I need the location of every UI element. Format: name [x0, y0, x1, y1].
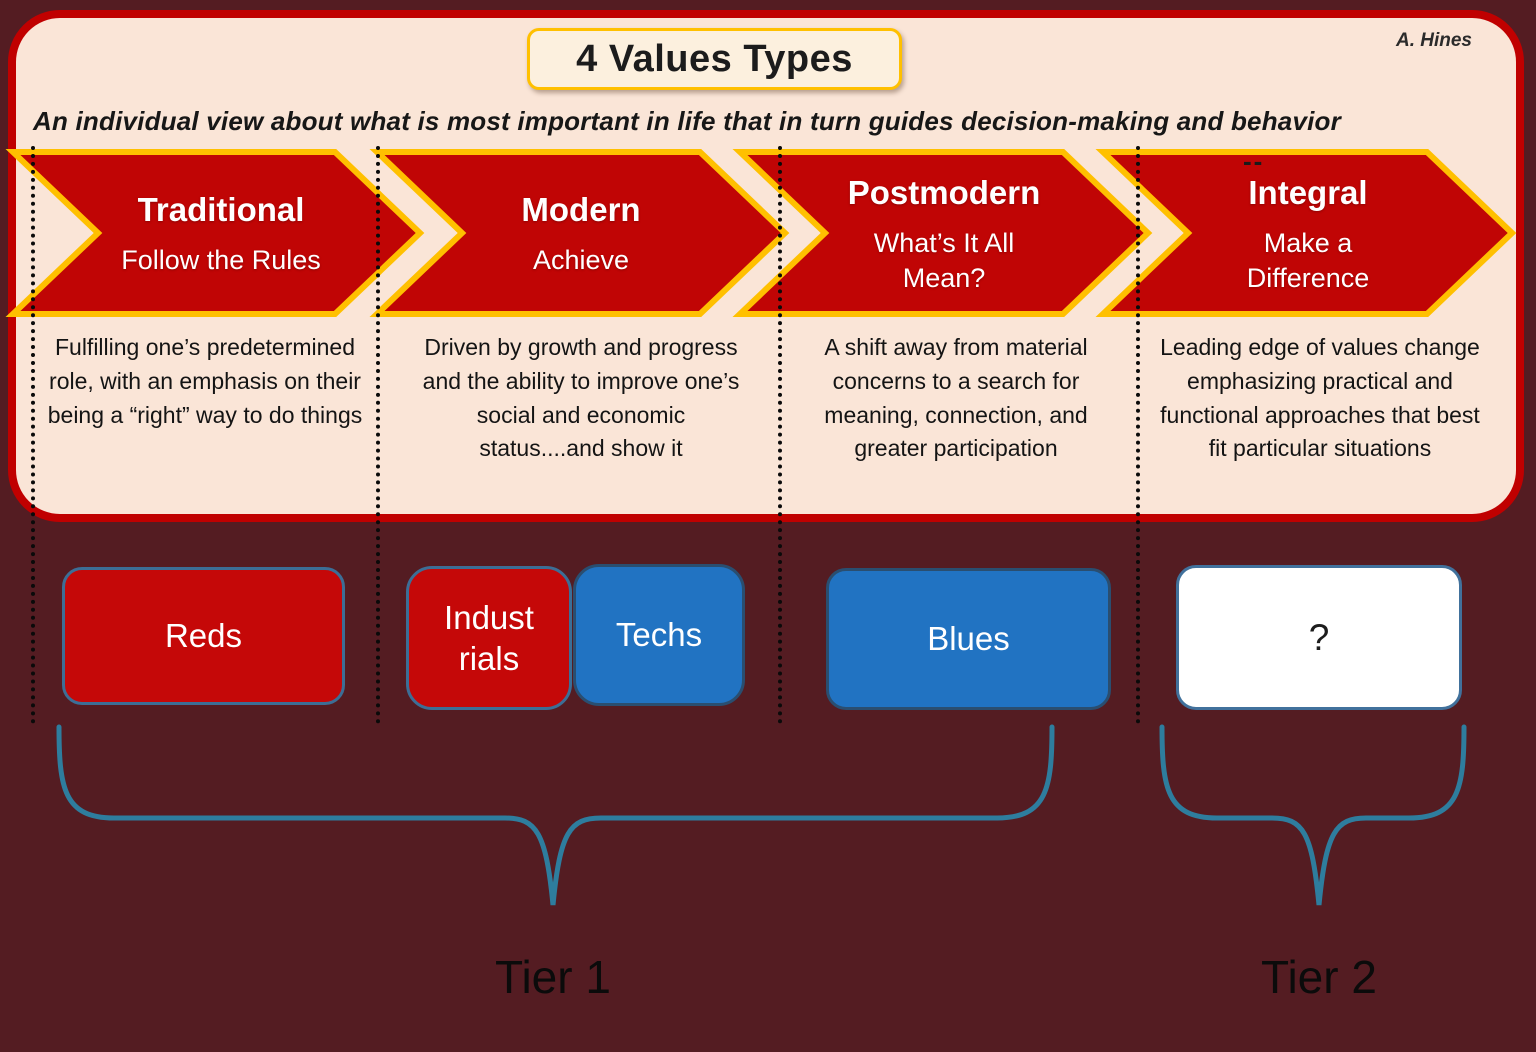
- box-label: Blues: [927, 620, 1010, 657]
- box-label: Indust rials: [444, 598, 534, 677]
- description-modern: Driven by growth and progress and the ab…: [422, 334, 740, 462]
- description-traditional: Fulfilling one’s predetermined role, wit…: [47, 334, 363, 428]
- chevron-postmodern: [732, 149, 1153, 317]
- chevron-arrow-band: [5, 149, 1517, 317]
- box-reds: Reds: [62, 567, 345, 705]
- stray-dash-mark: --: [1243, 146, 1265, 176]
- box-label: ?: [1308, 616, 1330, 658]
- tier2-label: Tier 2: [1261, 951, 1377, 1003]
- chevron-traditional: [5, 149, 425, 317]
- tier-braces: [56, 724, 1467, 906]
- box-label: Reds: [164, 617, 243, 654]
- title-box: 4 Values Types: [527, 28, 902, 90]
- tier2-brace: [1159, 724, 1467, 906]
- dotted-separator: [778, 146, 782, 724]
- definition-subtitle: An individual view about what is most im…: [33, 106, 1341, 136]
- box-industrials: Indust rials: [406, 566, 572, 710]
- box-blues: Blues: [826, 568, 1111, 710]
- tier1-brace: [56, 724, 1055, 906]
- description-integral: Leading edge of values change emphasizin…: [1160, 334, 1480, 462]
- box-techs: Techs: [573, 564, 745, 706]
- page-title: 4 Values Types: [576, 37, 853, 80]
- box-label: Techs: [615, 616, 703, 653]
- chevron-modern: [369, 149, 790, 317]
- dotted-separator: [376, 146, 380, 724]
- box-question-mark: ?: [1176, 565, 1462, 710]
- dotted-separator: [31, 146, 35, 724]
- author-credit: A. Hines: [1395, 30, 1472, 51]
- chevron-integral: [1095, 149, 1517, 317]
- dotted-separator: [1136, 146, 1140, 724]
- description-postmodern: A shift away from material concerns to a…: [824, 334, 1088, 462]
- tier1-label: Tier 1: [495, 951, 611, 1003]
